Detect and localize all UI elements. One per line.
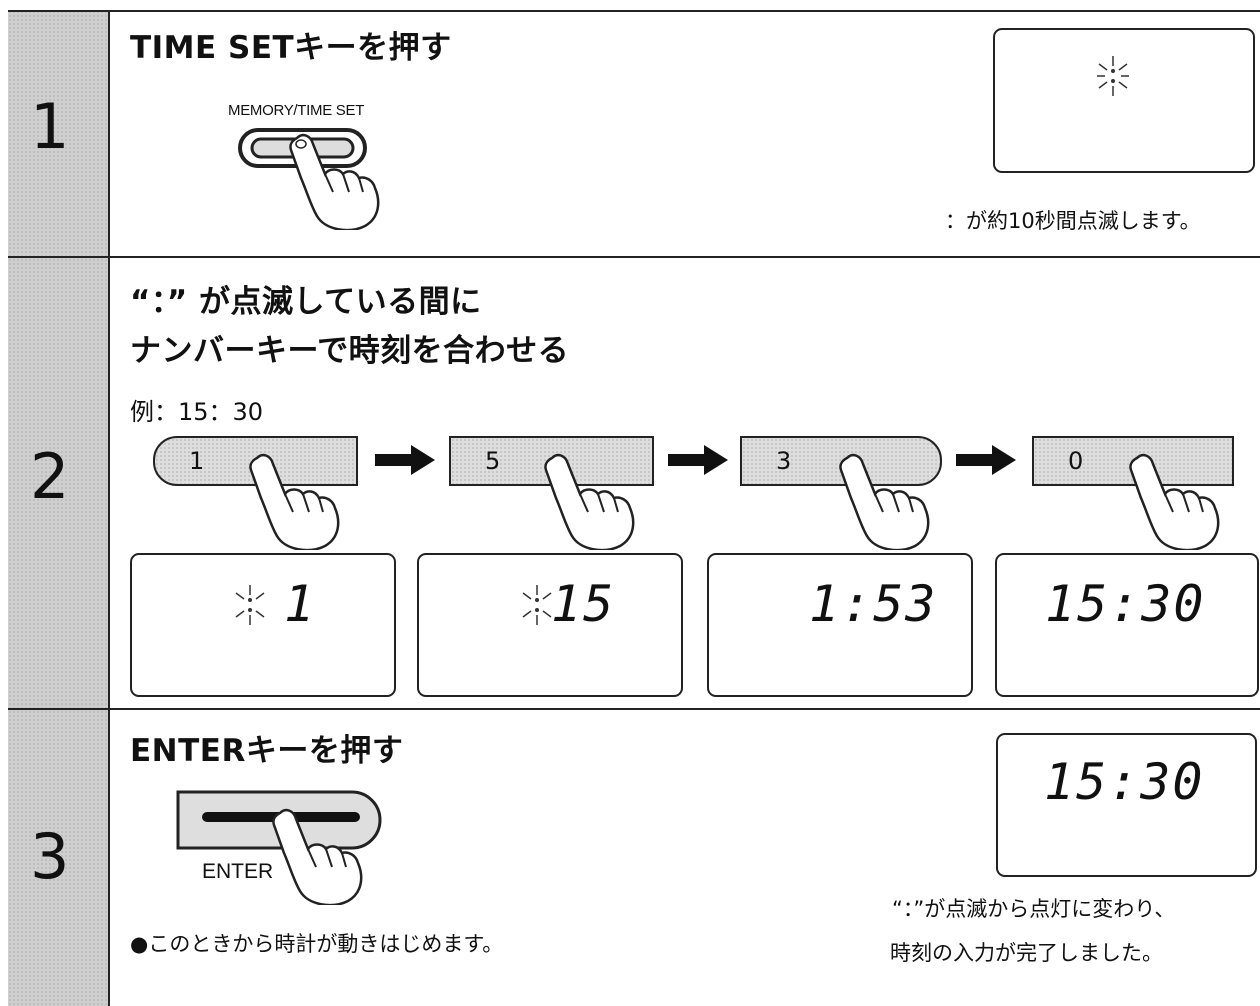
step1-caption: ：が約10秒間点滅します。 bbox=[945, 209, 1201, 233]
display-digits: 1:53 bbox=[809, 575, 938, 633]
blinking-colon-icon bbox=[522, 585, 552, 625]
display-digits: 15:30 bbox=[1044, 753, 1205, 811]
rule-step1-step2 bbox=[8, 256, 1260, 258]
step2-example: 例：15：30 bbox=[130, 398, 264, 426]
enter-label: ENTER bbox=[202, 860, 274, 883]
step3-display: 15:30 bbox=[996, 733, 1257, 877]
number-key-3[interactable]: 3 bbox=[740, 436, 942, 486]
step2-band bbox=[8, 258, 110, 708]
rule-step2-step3 bbox=[8, 708, 1260, 710]
step3-bullet: ●このときから時計が動きはじめます。 bbox=[130, 932, 504, 956]
number-key-0-label: 0 bbox=[1068, 447, 1084, 475]
pressing-hand-icon bbox=[289, 133, 380, 230]
arrow-right-icon bbox=[668, 445, 728, 475]
step1-display bbox=[993, 28, 1255, 173]
step3-caption-line1: “：”が点滅から点灯に変わり、 bbox=[892, 897, 1176, 921]
display-after-0: 15:30 bbox=[995, 553, 1259, 697]
display-after-5: 15 bbox=[417, 553, 683, 697]
step2-heading-line1: “：” が点滅している間に bbox=[130, 284, 482, 320]
arrow-right-icon bbox=[375, 445, 435, 475]
number-key-1-label: 1 bbox=[189, 447, 205, 475]
step1-heading: TIME SETキーを押す bbox=[130, 30, 452, 66]
display-after-1: 1 bbox=[130, 553, 396, 697]
arrow-right-icon bbox=[956, 445, 1016, 475]
blinking-colon-icon bbox=[235, 585, 265, 625]
pressing-hand-icon bbox=[544, 453, 635, 550]
step3-number: 3 bbox=[30, 820, 70, 893]
step2-heading-line2: ナンバーキーで時刻を合わせる bbox=[130, 333, 570, 369]
top-rule bbox=[8, 10, 1260, 12]
step1-band bbox=[8, 10, 110, 256]
display-digits: 15 bbox=[551, 575, 616, 633]
step2-number: 2 bbox=[30, 440, 70, 513]
display-digits: 15:30 bbox=[1045, 575, 1206, 633]
pressing-hand-icon bbox=[249, 453, 340, 550]
step3-heading: ENTERキーを押す bbox=[130, 733, 404, 769]
number-key-3-label: 3 bbox=[776, 447, 792, 475]
pressing-hand-icon bbox=[839, 453, 930, 550]
number-key-5-label: 5 bbox=[485, 447, 501, 475]
step3-caption-line2: 時刻の入力が完了しました。 bbox=[890, 941, 1163, 965]
display-after-3: 1:53 bbox=[707, 553, 973, 697]
step1-number: 1 bbox=[30, 90, 70, 163]
blinking-colon-icon bbox=[1097, 56, 1129, 96]
memory-time-set-label: MEMORY/TIME SET bbox=[228, 102, 365, 119]
display-digits: 1 bbox=[284, 575, 317, 633]
step3-band bbox=[8, 710, 110, 1006]
pressing-hand-icon bbox=[1129, 453, 1220, 550]
pressing-hand-icon bbox=[272, 808, 363, 905]
